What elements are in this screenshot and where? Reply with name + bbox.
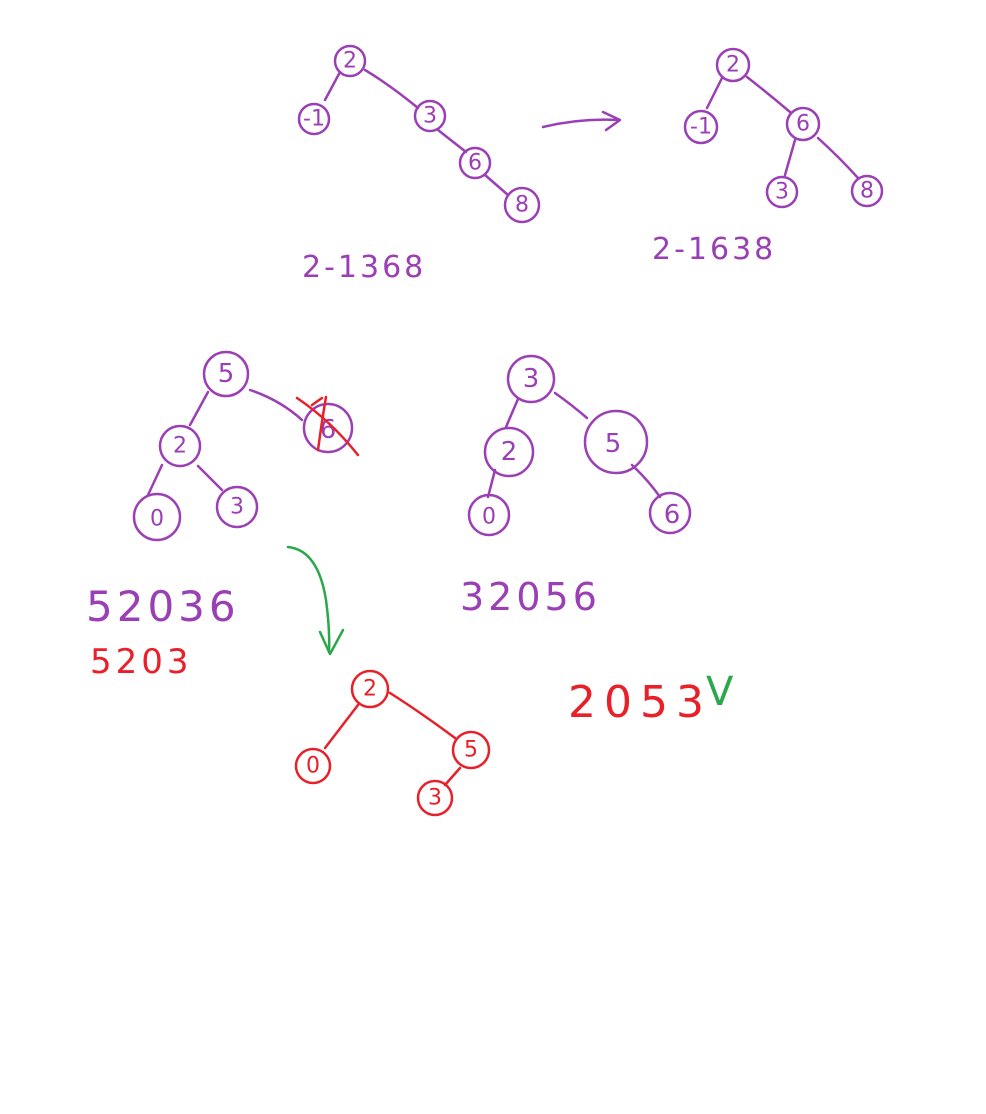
node-label: 2 [501, 437, 518, 467]
node-label: 5 [464, 738, 478, 763]
tree-5-labels: 2 0 5 3 [306, 677, 478, 811]
tree-node [451, 730, 491, 770]
edge [504, 397, 520, 429]
tree-node [483, 426, 535, 478]
tree-node [413, 99, 447, 133]
tree-3 [132, 350, 354, 542]
sequence-label: 52036 [86, 582, 240, 631]
edge [483, 173, 510, 197]
checkmark-icon: V [706, 669, 734, 715]
sequence-label: 2-1638 [652, 232, 776, 267]
node-label: 8 [515, 193, 529, 218]
sequence-label: 32056 [460, 575, 601, 619]
tree-1-labels: 2 -1 3 6 8 [303, 49, 529, 218]
tree-node [683, 109, 719, 145]
node-label: 3 [775, 180, 789, 205]
node-label: -1 [303, 107, 325, 132]
tree-node [850, 174, 884, 208]
tree-2 [683, 47, 884, 209]
edge [323, 70, 342, 102]
arrow-icon [541, 110, 622, 132]
node-label: -1 [690, 115, 712, 140]
edge [705, 76, 724, 110]
tree-5 [294, 669, 491, 817]
node-label: 3 [423, 104, 437, 129]
node-label: 5 [218, 359, 235, 389]
node-label: 2 [363, 677, 377, 702]
tree-node [458, 146, 492, 180]
edge [248, 388, 304, 422]
sequence-label: 2-1368 [302, 250, 426, 285]
node-label: 0 [482, 505, 496, 530]
arrow-icon [286, 545, 345, 656]
tree-node [158, 424, 202, 468]
tree-4 [467, 354, 692, 537]
node-label: 3 [523, 364, 540, 394]
edge [323, 703, 360, 750]
tree-3-labels: 5 2 0 3 6 [150, 359, 336, 532]
tree-node [467, 493, 511, 537]
node-label: 2 [343, 49, 357, 74]
edge [363, 68, 420, 110]
tree-node [333, 44, 367, 78]
tree-node [765, 175, 799, 209]
tree-node [350, 669, 390, 709]
tree-node [648, 491, 692, 535]
tree-node [503, 186, 541, 224]
tree-1 [297, 44, 541, 224]
node-label: 6 [664, 500, 681, 530]
tree-node [506, 354, 556, 404]
edge [816, 136, 860, 180]
edge [436, 128, 468, 154]
tree-node [302, 402, 354, 454]
tree-node [416, 779, 454, 817]
node-label: 5 [605, 429, 622, 459]
cross-out-icon [295, 395, 360, 457]
node-label: 3 [230, 495, 244, 520]
tree-node [294, 747, 332, 785]
node-label: 0 [150, 507, 164, 532]
tree-node [583, 409, 649, 475]
sequence-label: 5203 [90, 642, 193, 682]
edge [783, 138, 797, 177]
edge [630, 463, 662, 499]
edge [443, 766, 462, 787]
tree-node [297, 102, 331, 136]
tree-node [215, 485, 259, 529]
node-label: 6 [796, 112, 810, 137]
node-label: 6 [468, 151, 482, 176]
edge [486, 468, 497, 499]
tree-node [202, 350, 250, 398]
node-label: 8 [860, 179, 874, 204]
tree-2-labels: 2 -1 6 3 8 [690, 53, 874, 205]
node-label: 3 [428, 786, 442, 811]
tree-4-labels: 3 2 0 5 6 [482, 364, 680, 530]
edge [146, 463, 164, 497]
node-label: 6 [320, 415, 337, 445]
node-label: 2 [173, 434, 187, 459]
tree-node [715, 47, 751, 83]
edge [388, 691, 457, 740]
edge [196, 464, 224, 492]
tree-node [132, 492, 182, 542]
edge [188, 390, 210, 427]
node-label: 2 [726, 53, 740, 78]
node-label: 0 [306, 754, 320, 779]
edge [745, 75, 792, 114]
edge [553, 391, 589, 420]
sequence-label: 2053 [568, 677, 712, 728]
tree-node [785, 106, 821, 142]
